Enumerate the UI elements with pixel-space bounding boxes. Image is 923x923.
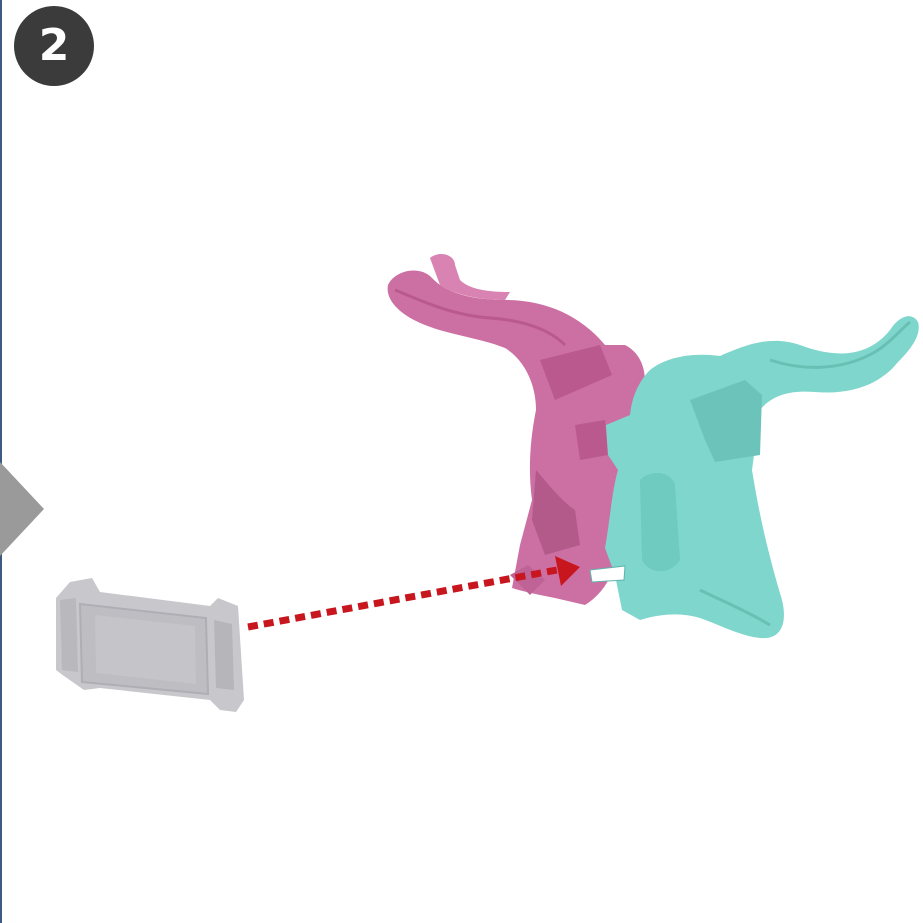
step-number-badge: 2 — [14, 6, 94, 86]
teal-horn-part — [589, 316, 919, 639]
grey-plate-part — [56, 578, 244, 712]
dashed-insert-arrow-icon — [247, 556, 580, 631]
page-left-border — [0, 0, 2, 923]
next-step-chevron-icon[interactable] — [0, 462, 44, 556]
